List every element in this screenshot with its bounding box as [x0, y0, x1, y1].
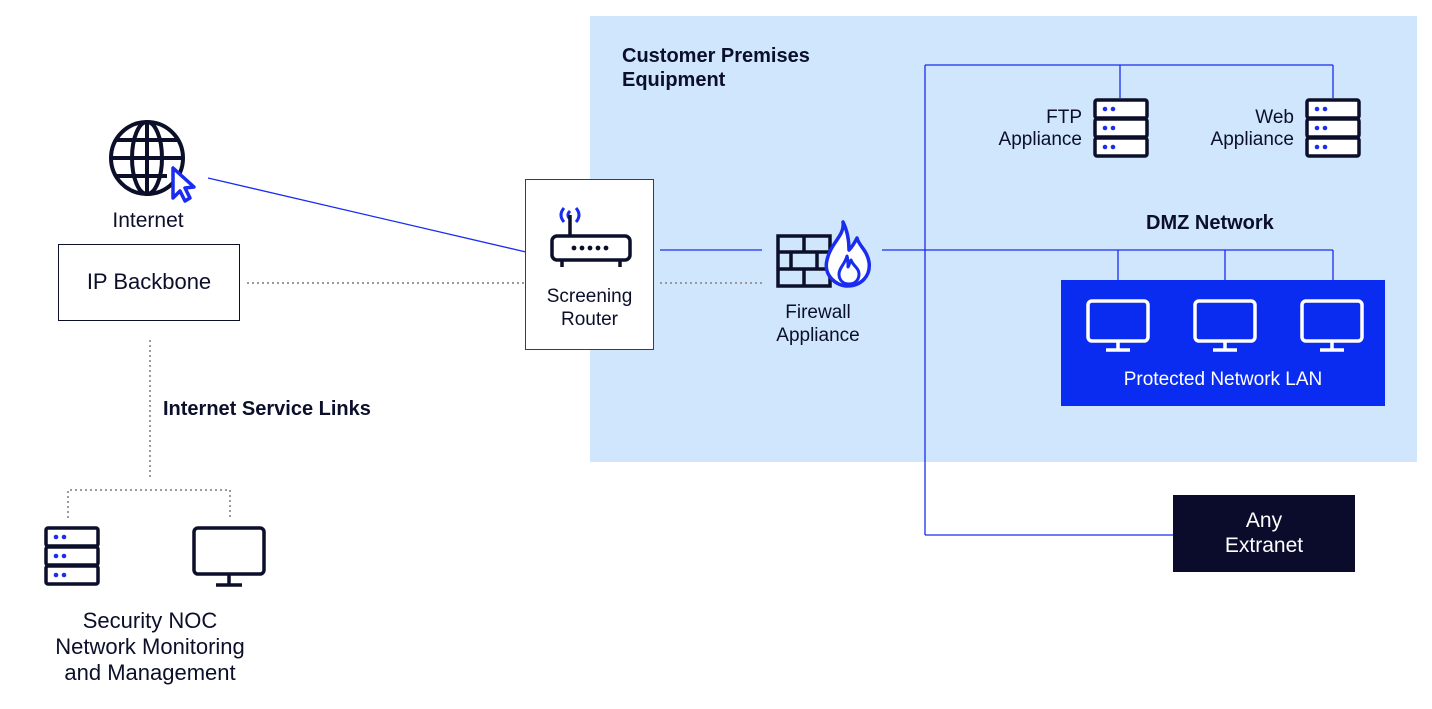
- ftp-label: FTP Appliance: [960, 107, 1082, 151]
- service-links-label: Internet Service Links: [163, 398, 371, 420]
- protected-lan-box: Protected Network LAN: [1061, 280, 1385, 406]
- web-label-line-1: Web: [1255, 107, 1294, 128]
- lan-label: Protected Network LAN: [1123, 369, 1323, 390]
- firewall-label: Firewall Appliance: [755, 301, 881, 347]
- noc-branch: [67, 489, 231, 518]
- ip-backbone-label: IP Backbone: [86, 269, 212, 294]
- noc-label-line-1: Security NOC: [82, 608, 218, 633]
- firewall-icon: [775, 218, 875, 295]
- internet-label: Internet: [112, 209, 184, 232]
- premises-title-line-2: Equipment: [622, 69, 726, 91]
- router-label-line-2: Router: [560, 309, 619, 330]
- premises-title: Customer Premises Equipment: [622, 44, 810, 92]
- firewall-label-line-1: Firewall: [785, 302, 851, 323]
- ftp-label-line-2: Appliance: [998, 129, 1082, 150]
- premises-title-line-1: Customer Premises: [622, 45, 810, 67]
- router-label-line-1: Screening: [546, 286, 633, 307]
- screening-router-box: [525, 179, 654, 350]
- ftp-label-line-1: FTP: [1046, 107, 1082, 128]
- ip-backbone-box: IP Backbone: [58, 244, 240, 321]
- extranet-box: Any Extranet: [1173, 495, 1355, 572]
- server-icon: [44, 526, 100, 593]
- monitor-icon: [1086, 299, 1150, 358]
- extranet-label: Any Extranet: [1173, 508, 1355, 558]
- internet-router-link: [207, 177, 527, 253]
- noc-label-line-3: and Management: [64, 660, 236, 685]
- noc-label: Security NOC Network Monitoring and Mana…: [20, 608, 280, 686]
- router-icon: [548, 198, 634, 275]
- monitor-icon: [1300, 299, 1364, 358]
- globe-cursor-icon: [105, 118, 200, 208]
- noc-label-line-2: Network Monitoring: [55, 634, 245, 659]
- firewall-label-line-2: Appliance: [776, 325, 860, 346]
- dmz-label: DMZ Network: [1146, 212, 1274, 234]
- router-label: Screening Router: [525, 285, 654, 331]
- web-label-line-2: Appliance: [1210, 129, 1294, 150]
- extranet-label-line-1: Any: [1245, 509, 1283, 532]
- web-label: Web Appliance: [1172, 107, 1294, 151]
- extranet-label-line-2: Extranet: [1224, 534, 1304, 557]
- monitor-icon: [192, 526, 266, 593]
- server-icon: [1305, 98, 1361, 165]
- server-icon: [1093, 98, 1149, 165]
- monitor-icon: [1193, 299, 1257, 358]
